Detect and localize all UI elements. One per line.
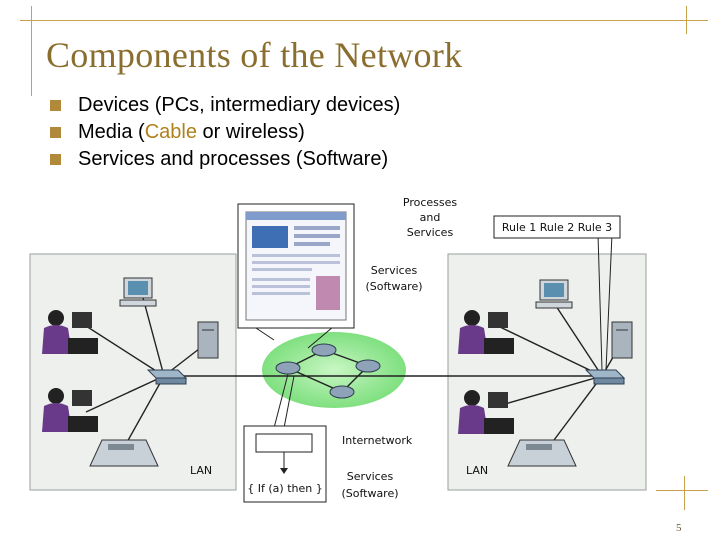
switch-icon: [146, 369, 188, 385]
server-icon: [197, 321, 219, 359]
square-bullet-icon: [50, 100, 61, 111]
rules-box: [493, 215, 621, 239]
square-bullet-icon: [50, 127, 61, 138]
slide-title: Components of the Network: [46, 35, 463, 75]
router-icon: [275, 343, 381, 399]
services-lower-label-line2: (Software): [341, 487, 398, 500]
bullet-text: Services and processes (Software): [78, 148, 389, 170]
bottom-rule: [656, 490, 708, 491]
rules-label: Rule 1 Rule 2 Rule 3: [502, 221, 612, 234]
slide-number: 5: [676, 522, 682, 534]
flowchart-label: { If (a) then }: [247, 482, 322, 495]
network-diagram: Rule 1 Rule 2 Rule 3 Processes and Servi…: [29, 196, 647, 503]
user-workstation-icon: [458, 310, 514, 354]
computer-icon: [535, 279, 573, 309]
flowchart-icon: [255, 433, 313, 474]
right-rule: [686, 6, 687, 34]
top-rule: [20, 20, 708, 21]
left-rule: [31, 6, 32, 96]
internetwork-label: Internetwork: [342, 434, 413, 447]
bullet-item-media: Media (Cable or wireless): [48, 119, 400, 146]
user-workstation-icon: [458, 390, 514, 434]
processes-label-line3: Services: [407, 226, 454, 239]
server-icon: [611, 321, 633, 359]
right-lan-label: LAN: [466, 464, 488, 477]
bullet-text-post: or wireless): [196, 121, 305, 143]
left-lan-label: LAN: [190, 464, 212, 477]
bullet-highlight-cable: Cable: [144, 121, 197, 143]
bullet-item-services: Services and processes (Software): [48, 146, 400, 173]
bottom-right-rule: [684, 476, 685, 510]
user-workstation-icon: [42, 310, 98, 354]
processes-label-line2: and: [420, 211, 441, 224]
switch-icon: [584, 369, 626, 385]
ip-phone-icon: [89, 439, 159, 467]
bullet-text-pre: Media (: [78, 121, 145, 143]
user-workstation-icon: [42, 388, 98, 432]
computer-icon: [119, 277, 157, 307]
services-lower-label-line1: Services: [347, 470, 394, 483]
bullet-item-devices: Devices (PCs, intermediary devices): [48, 92, 400, 119]
bullet-list: Devices (PCs, intermediary devices) Medi…: [48, 92, 400, 173]
web-page-thumbnail-icon: [245, 211, 347, 321]
ip-phone-icon: [507, 439, 577, 467]
services-upper-label-line1: Services: [371, 264, 418, 277]
services-upper-label-line2: (Software): [365, 280, 422, 293]
internetwork-cloud: [262, 332, 406, 408]
processes-label-line1: Processes: [403, 196, 457, 209]
square-bullet-icon: [50, 154, 61, 165]
bullet-text: Devices (PCs, intermediary devices): [78, 94, 401, 116]
